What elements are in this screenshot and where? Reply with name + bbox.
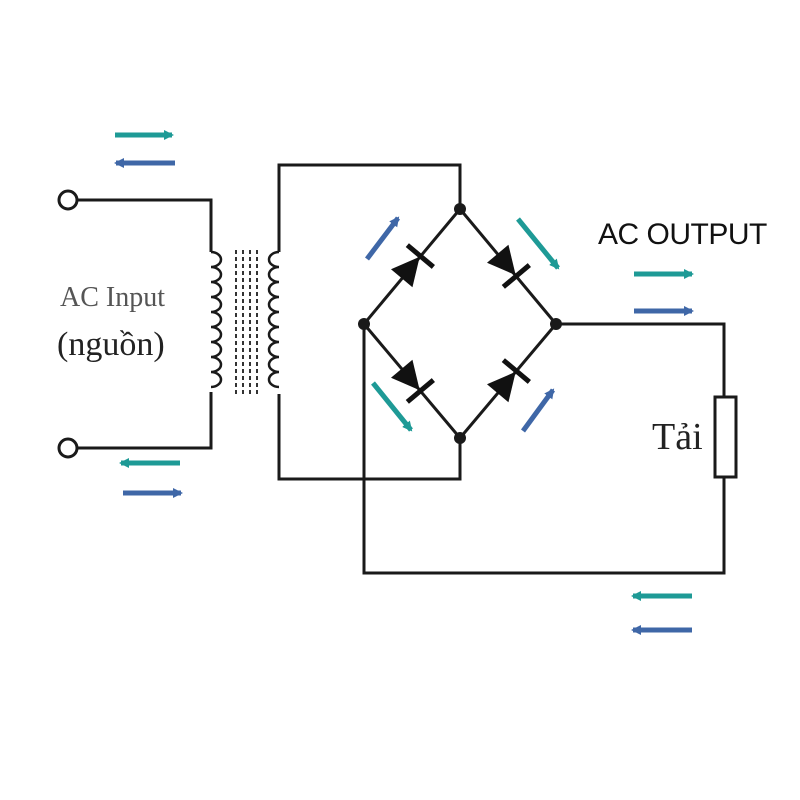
current-arrows xyxy=(114,130,694,635)
arrow-diagonal-icon xyxy=(516,217,560,270)
input-terminal-top xyxy=(57,189,79,211)
arrow-diagonal-icon xyxy=(520,388,556,433)
node-right xyxy=(550,318,562,330)
arrow-diagonal-icon xyxy=(371,381,413,432)
diode-bottom-right xyxy=(486,358,531,403)
node-left xyxy=(358,318,370,330)
diode-bottom-left xyxy=(390,359,435,404)
transformer-core xyxy=(235,250,258,394)
input-terminal-bottom xyxy=(57,437,79,459)
diode-top-right xyxy=(486,244,531,289)
transformer-coils xyxy=(210,250,280,389)
node-bottom xyxy=(454,432,466,444)
ac-output-label: AC OUTPUT xyxy=(598,218,767,251)
ac-input-label: AC Input xyxy=(60,282,165,313)
input-wires xyxy=(77,198,213,450)
bridge-nodes xyxy=(358,203,562,444)
load-label: Tải xyxy=(652,416,703,458)
load-resistor xyxy=(713,395,738,479)
node-top xyxy=(454,203,466,215)
source-label: (nguồn) xyxy=(57,326,165,363)
diode-top-left xyxy=(390,243,435,288)
arrow-diagonal-icon xyxy=(365,216,400,261)
